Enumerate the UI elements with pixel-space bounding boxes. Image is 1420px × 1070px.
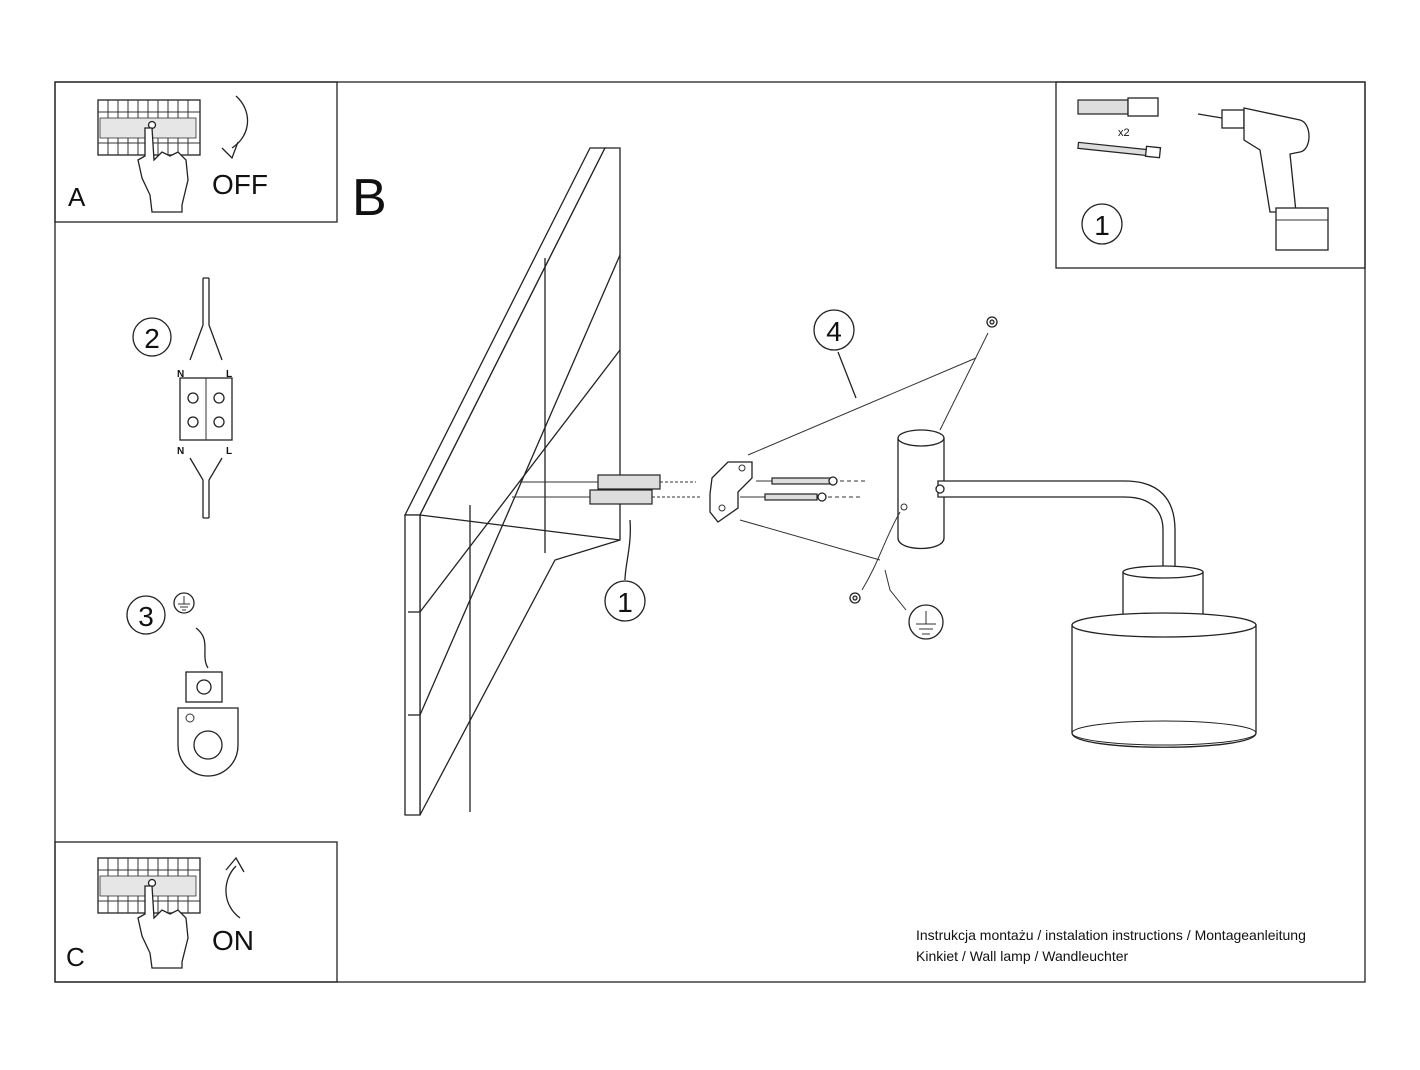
mounting-bracket	[709, 461, 753, 523]
step-number-1: 1	[1094, 210, 1110, 241]
wiring-step: 2 N L N L	[132, 277, 233, 519]
lamp-shade	[1071, 565, 1257, 748]
caption-line-2: Kinkiet / Wall lamp / Wandleuchter	[916, 948, 1128, 964]
ground-symbol-icon	[173, 592, 195, 614]
wall-plug-icon	[520, 474, 696, 490]
screw-icon	[740, 492, 860, 502]
live-label: L	[226, 446, 232, 457]
step-number-2: 2	[144, 323, 160, 354]
arrow-up-icon	[225, 865, 241, 919]
neutral-label: N	[177, 369, 184, 380]
panel-letter-a: A	[68, 182, 86, 212]
step-number-4: 4	[826, 316, 842, 347]
caption-line-1: Instrukcja montażu / instalation instruc…	[916, 927, 1306, 943]
set-screw-icon	[986, 316, 998, 328]
step-number-1: 1	[617, 587, 633, 618]
arrow-down-icon	[231, 95, 249, 149]
panel-c: C ON	[54, 841, 338, 983]
lamp-canopy	[861, 429, 945, 611]
outer-frame	[54, 81, 1366, 983]
power-on-label: ON	[212, 925, 254, 956]
hand-icon	[137, 885, 189, 969]
drill-icon	[1197, 107, 1329, 251]
screw-icon	[756, 476, 866, 486]
panel-letter-b: B	[352, 169, 387, 227]
neutral-label: N	[177, 446, 184, 457]
panel-a: A OFF	[54, 81, 338, 223]
wall-plug-icon	[512, 489, 700, 505]
ground-symbol-icon	[908, 604, 944, 640]
step-number-3: 3	[138, 601, 154, 632]
lamp-arm	[937, 480, 1176, 571]
wall-plug-icon	[1077, 97, 1159, 117]
power-off-label: OFF	[212, 169, 268, 200]
live-label: L	[226, 369, 232, 380]
quantity-label: x2	[1118, 127, 1130, 139]
panel-letter-c: C	[66, 942, 85, 972]
tools-panel: x2 1	[1055, 81, 1366, 269]
hand-icon	[137, 127, 189, 213]
screw-icon	[1077, 141, 1162, 159]
projection-lines	[739, 332, 989, 561]
set-screw-icon	[849, 592, 861, 604]
earth-step: 3	[126, 592, 239, 777]
